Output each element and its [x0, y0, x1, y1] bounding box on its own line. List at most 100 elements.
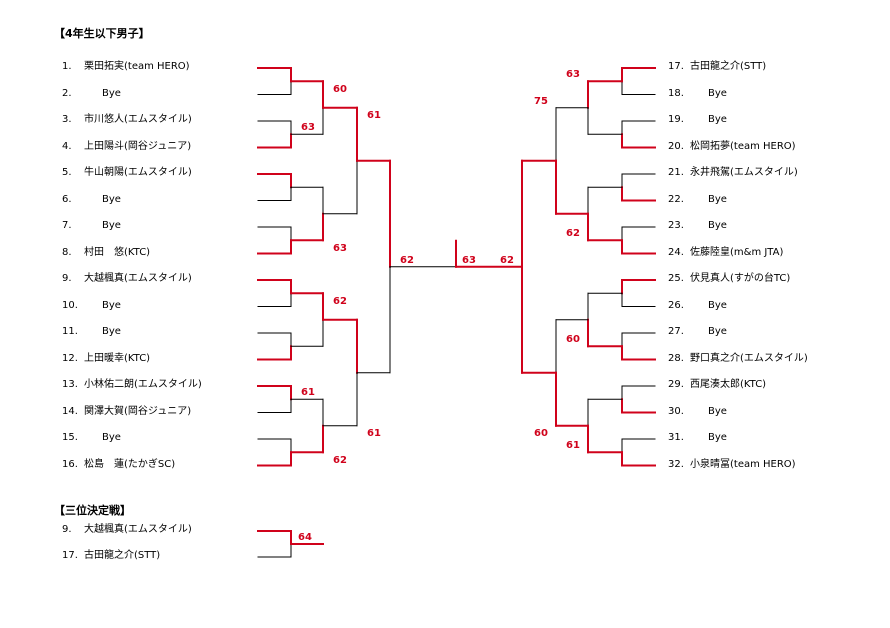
semifinal-score: 62 — [500, 254, 514, 266]
seed-number: 8. — [62, 246, 72, 258]
match-score: 61 — [301, 387, 315, 399]
player-name: Bye — [708, 405, 727, 417]
player-entry: 26.Bye — [668, 300, 727, 312]
player-name: Bye — [708, 87, 727, 99]
player-name: Bye — [708, 193, 727, 205]
player-entry: 3. 市川悠人(エムスタイル) — [62, 114, 192, 126]
seed-number: 29. — [668, 379, 684, 390]
player-name: 上田暖幸(KTC) — [84, 352, 151, 364]
player-entry: 21. 永井飛駕(エムスタイル) — [668, 167, 798, 179]
player-name: 村田 悠(KTC) — [84, 246, 151, 258]
player-name: 小泉晴冨(team HERO) — [690, 458, 796, 470]
seed-number: 14. — [62, 405, 78, 417]
seed-number: 18. — [668, 87, 684, 99]
match-score: 62 — [333, 296, 347, 308]
seed-number: 3. — [62, 114, 72, 125]
player-entry: 2. Bye — [62, 88, 121, 100]
player-name: Bye — [708, 326, 727, 337]
seed-number: 13. — [62, 379, 78, 390]
match-score: 63 — [333, 243, 347, 255]
third-place-score: 64 — [298, 532, 312, 543]
seed-number: 17. — [62, 550, 78, 561]
player-name: 小林佑二朗(エムスタイル) — [84, 379, 202, 390]
seed-number: 9. — [62, 273, 72, 284]
seed-number: 2. — [62, 87, 72, 99]
player-name: Bye — [708, 220, 727, 231]
player-entry: 25.伏見真人(すがの台TC) — [668, 273, 790, 285]
third-place-title: 【三位決定戦】 — [54, 504, 131, 517]
seed-number: 26. — [668, 299, 684, 311]
player-entry: 17.古田龍之介(STT) — [62, 550, 160, 562]
match-score: 75 — [534, 95, 548, 107]
player-name: Bye — [102, 193, 121, 205]
match-score: 63 — [566, 69, 580, 81]
seed-number: 21. — [668, 167, 684, 178]
match-score: 61 — [367, 109, 381, 121]
player-entry: 14.関澤大賀(岡谷ジュニア) — [62, 406, 191, 418]
player-entry: 1. 栗田拓実(team HERO) — [62, 61, 190, 73]
player-name: Bye — [102, 220, 121, 231]
seed-number: 27. — [668, 326, 684, 337]
seed-number: 1. — [62, 61, 72, 72]
match-score: 63 — [301, 122, 315, 134]
seed-number: 20. — [668, 140, 684, 152]
seed-number: 22. — [668, 193, 684, 205]
player-entry: 6. Bye — [62, 194, 121, 206]
semifinal-score: 62 — [400, 254, 414, 266]
seed-number: 28. — [668, 352, 684, 364]
seed-number: 11. — [62, 326, 78, 337]
player-entry: 4. 上田陽斗(岡谷ジュニア) — [62, 141, 191, 153]
player-entry: 28. 野口真之介(エムスタイル) — [668, 353, 808, 365]
player-name: 松島 蓮(たかぎSC) — [84, 458, 176, 470]
seed-number: 30. — [668, 405, 684, 417]
player-entry: 10. Bye — [62, 300, 121, 312]
player-name: 松岡拓夢(team HERO) — [690, 140, 796, 152]
player-name: Bye — [102, 326, 121, 337]
player-name: 市川悠人(エムスタイル) — [84, 114, 192, 125]
seed-number: 5. — [62, 167, 72, 178]
player-entry: 17.古田龍之介(STT) — [668, 61, 766, 73]
player-name: 大越楓真(エムスタイル) — [84, 273, 192, 284]
seed-number: 4. — [62, 140, 72, 152]
match-score: 61 — [367, 427, 381, 439]
seed-number: 10. — [62, 299, 78, 311]
player-name: 野口真之介(エムスタイル) — [690, 352, 808, 364]
player-name: Bye — [102, 299, 121, 311]
player-entry: 19.Bye — [668, 114, 727, 126]
player-entry: 12. 上田暖幸(KTC) — [62, 353, 150, 365]
player-entry: 22. Bye — [668, 194, 727, 206]
player-entry: 15.Bye — [62, 432, 121, 444]
player-entry: 32. 小泉晴冨(team HERO) — [668, 459, 796, 471]
seed-number: 12. — [62, 352, 78, 364]
match-score: 61 — [566, 440, 580, 452]
player-entry: 16. 松島 蓮(たかぎSC) — [62, 459, 175, 471]
player-name: 牛山朝陽(エムスタイル) — [84, 167, 192, 178]
player-name: Bye — [708, 432, 727, 443]
player-name: 栗田拓実(team HERO) — [84, 61, 190, 72]
match-score: 60 — [566, 334, 580, 346]
seed-number: 6. — [62, 193, 72, 205]
seed-number: 7. — [62, 220, 72, 231]
player-entry: 9. 大越楓真(エムスタイル) — [62, 524, 192, 536]
player-entry: 30. Bye — [668, 406, 727, 418]
seed-number: 15. — [62, 432, 78, 443]
player-entry: 27. Bye — [668, 326, 727, 338]
player-entry: 7. Bye — [62, 220, 121, 232]
player-name: Bye — [102, 87, 121, 99]
bracket-title: 【4年生以下男子】 — [54, 27, 150, 40]
seed-number: 31. — [668, 432, 684, 443]
player-name: 永井飛駕(エムスタイル) — [690, 167, 798, 178]
seed-number: 32. — [668, 458, 684, 470]
player-name: 大越楓真(エムスタイル) — [84, 524, 192, 535]
match-score: 62 — [333, 455, 347, 467]
seed-number: 16. — [62, 458, 78, 470]
player-entry: 24.佐藤陸皇(m&m JTA) — [668, 247, 783, 259]
match-score: 60 — [534, 427, 548, 439]
seed-number: 9. — [62, 524, 72, 535]
match-score: 62 — [566, 228, 580, 240]
player-name: 上田陽斗(岡谷ジュニア) — [84, 140, 192, 152]
player-entry: 9. 大越楓真(エムスタイル) — [62, 273, 192, 285]
player-entry: 13. 小林佑二朗(エムスタイル) — [62, 379, 202, 391]
seed-number: 17. — [668, 61, 684, 72]
player-entry: 11. Bye — [62, 326, 121, 338]
